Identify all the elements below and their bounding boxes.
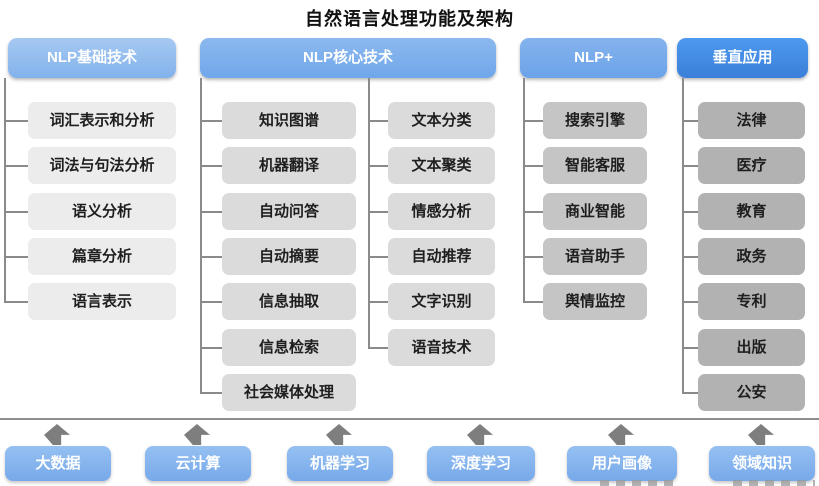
connector-line <box>200 347 222 349</box>
item-box: 知识图谱 <box>222 102 356 139</box>
connector-line <box>368 301 388 303</box>
connector-line <box>200 301 222 303</box>
connector-line <box>200 256 222 258</box>
connector-line <box>368 165 388 167</box>
connector-line <box>200 211 222 213</box>
foundation-box: 深度学习 <box>427 446 535 481</box>
column-header-nlp-basics: NLP基础技术 <box>8 38 176 78</box>
foundation-box: 领域知识 <box>709 446 815 481</box>
connector-line <box>682 120 698 122</box>
connector-line <box>4 78 6 303</box>
connector-line <box>4 301 28 303</box>
item-box: 文本聚类 <box>388 147 495 184</box>
connector-line <box>368 120 388 122</box>
item-box: 文本分类 <box>388 102 495 139</box>
connector-line <box>523 120 543 122</box>
item-box: 智能客服 <box>543 147 647 184</box>
foundation-box: 机器学习 <box>287 446 393 481</box>
connector-line <box>523 256 543 258</box>
item-box: 语音技术 <box>388 329 495 366</box>
connector-line <box>4 211 28 213</box>
connector-line <box>682 256 698 258</box>
item-box: 自动摘要 <box>222 238 356 275</box>
foundation-box: 用户画像 <box>567 446 677 481</box>
connector-line <box>368 211 388 213</box>
connector-line <box>682 78 684 394</box>
connector-line <box>682 392 698 394</box>
connector-line <box>368 78 370 349</box>
item-box: 篇章分析 <box>28 238 176 275</box>
connector-line <box>523 165 543 167</box>
connector-line <box>200 392 222 394</box>
up-arrow-icon <box>184 424 210 445</box>
item-box: 公安 <box>698 374 805 411</box>
up-arrow-icon <box>467 424 493 445</box>
item-box: 法律 <box>698 102 805 139</box>
item-box: 文字识别 <box>388 283 495 320</box>
item-box: 教育 <box>698 193 805 230</box>
diagram-title: 自然语言处理功能及架构 <box>305 9 514 29</box>
connector-line <box>682 211 698 213</box>
item-box: 信息抽取 <box>222 283 356 320</box>
up-arrow-icon <box>748 424 774 445</box>
item-box: 语音助手 <box>543 238 647 275</box>
connector-line <box>682 301 698 303</box>
item-box: 词法与句法分析 <box>28 147 176 184</box>
up-arrow-icon <box>608 424 634 445</box>
item-box: 语义分析 <box>28 193 176 230</box>
item-box: 自动推荐 <box>388 238 495 275</box>
connector-line <box>682 347 698 349</box>
item-box: 词汇表示和分析 <box>28 102 176 139</box>
watermark-fragment <box>733 480 815 486</box>
connector-line <box>4 165 28 167</box>
connector-line <box>368 347 388 349</box>
foundation-box: 云计算 <box>145 446 251 481</box>
item-box: 情感分析 <box>388 193 495 230</box>
item-box: 语言表示 <box>28 283 176 320</box>
column-header-nlp-core: NLP核心技术 <box>200 38 496 78</box>
up-arrow-icon <box>326 424 352 445</box>
item-box: 专利 <box>698 283 805 320</box>
connector-line <box>523 301 543 303</box>
item-box: 自动问答 <box>222 193 356 230</box>
watermark-fragment <box>600 480 680 486</box>
item-box: 搜索引擎 <box>543 102 647 139</box>
connector-line <box>200 120 222 122</box>
item-box: 政务 <box>698 238 805 275</box>
item-box: 舆情监控 <box>543 283 647 320</box>
divider-line <box>0 418 819 420</box>
item-box: 社会媒体处理 <box>222 374 356 411</box>
column-header-nlp-plus: NLP+ <box>520 38 667 78</box>
connector-line <box>200 78 202 394</box>
connector-line <box>368 256 388 258</box>
item-box: 医疗 <box>698 147 805 184</box>
connector-line <box>4 120 28 122</box>
up-arrow-icon <box>44 424 70 445</box>
connector-line <box>682 165 698 167</box>
item-box: 信息检索 <box>222 329 356 366</box>
connector-line <box>4 256 28 258</box>
column-header-vertical-apps: 垂直应用 <box>677 38 808 78</box>
foundation-box: 大数据 <box>5 446 111 481</box>
connector-line <box>523 211 543 213</box>
connector-line <box>523 78 525 303</box>
connector-line <box>200 165 222 167</box>
item-box: 商业智能 <box>543 193 647 230</box>
item-box: 机器翻译 <box>222 147 356 184</box>
item-box: 出版 <box>698 329 805 366</box>
